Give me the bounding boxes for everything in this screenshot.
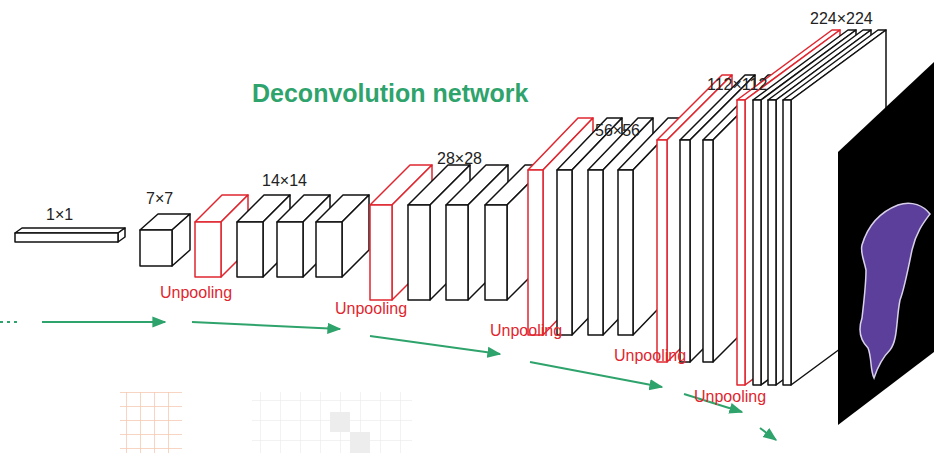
size-label: 28×28 [437, 150, 482, 168]
slab-face [370, 205, 392, 300]
size-label: 56×56 [595, 122, 640, 140]
slab-face [237, 222, 263, 277]
unpooling-label: Unpooling [614, 347, 686, 365]
flow-arrow [42, 321, 165, 323]
slab-face [703, 140, 713, 362]
slab-face [588, 170, 603, 335]
slab-face [140, 230, 172, 266]
flow-arrow [530, 362, 662, 387]
slab-face [618, 170, 633, 335]
slab-face [657, 140, 667, 362]
watermark-cell [350, 432, 370, 453]
size-label: 112×112 [707, 76, 767, 94]
unpooling-label: Unpooling [160, 284, 232, 302]
slab-face [195, 222, 221, 277]
slab-face [753, 100, 761, 385]
slab-face [737, 100, 745, 385]
unpooling-label: Unpooling [335, 300, 407, 318]
size-label: 1×1 [46, 206, 73, 224]
flow-arrow [760, 428, 776, 440]
flow-arrow [370, 336, 500, 354]
deconv-layer [15, 228, 125, 242]
slab-face [392, 165, 432, 300]
deconv-layer [408, 165, 470, 300]
slab-face [430, 165, 470, 300]
watermark [120, 392, 412, 453]
deconv-layer [140, 214, 190, 266]
diagram-title: Deconvolution network [252, 80, 528, 108]
slab-face [408, 205, 430, 300]
flow-arrow [192, 322, 340, 329]
unpooling-label: Unpooling [694, 388, 766, 406]
slab-face [277, 222, 303, 277]
layer-slabs [15, 30, 886, 385]
flow-arrow [0, 321, 18, 323]
segmentation-mask [860, 203, 930, 378]
watermark-grid [120, 392, 182, 453]
size-label: 7×7 [146, 190, 173, 208]
output-map [838, 62, 934, 425]
slab-face [768, 100, 776, 385]
slab-face [446, 205, 468, 300]
slab-face [118, 228, 125, 242]
deconv-layer [446, 165, 508, 300]
slab-face [316, 222, 342, 277]
slab-face [783, 100, 791, 385]
size-label: 224×224 [810, 10, 873, 28]
slab-face [468, 165, 508, 300]
watermark-cell [330, 412, 350, 432]
unpooling-label: Unpooling [490, 322, 562, 340]
slab-face [172, 214, 190, 266]
slab-face [485, 205, 507, 300]
slab-face [342, 195, 369, 277]
output-panel [838, 62, 934, 425]
deconv-layer [316, 195, 369, 277]
slab-face [528, 170, 543, 335]
size-label: 14×14 [262, 172, 307, 190]
watermark-grid [252, 392, 412, 453]
slab-face [557, 170, 572, 335]
slab-face [680, 140, 690, 362]
unpooling-layer [370, 165, 432, 300]
slab-face [15, 233, 118, 242]
